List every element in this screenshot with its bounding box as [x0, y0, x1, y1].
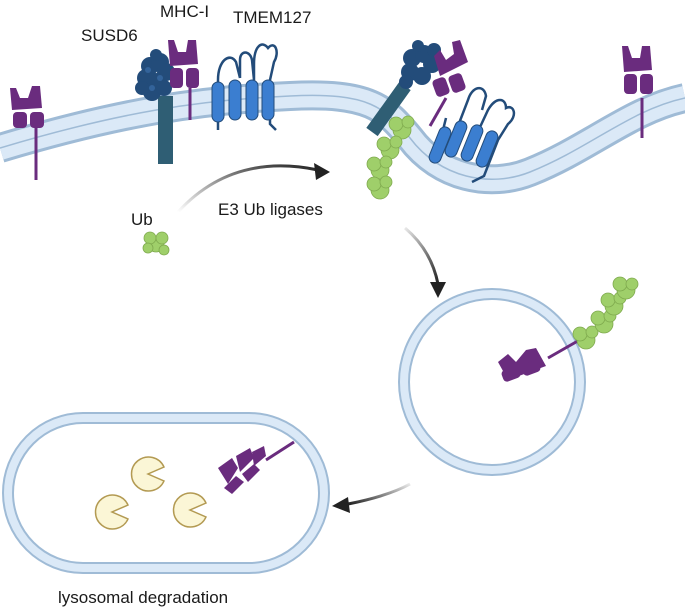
label-tmem127: TMEM127	[233, 8, 312, 27]
plasma-membrane	[0, 80, 685, 195]
label-mhc-i: MHC-I	[160, 2, 210, 21]
susd6-protein	[135, 49, 175, 164]
ubiquitin-chain-membrane	[366, 115, 415, 200]
tmem127-protein	[211, 43, 278, 131]
susd6-protein-complex	[366, 40, 441, 137]
mhc-i-protein-left	[10, 86, 44, 180]
tmem127-protein-complex	[428, 87, 516, 184]
arrow-ub-to-membrane	[176, 163, 330, 214]
label-susd6: SUSD6	[81, 26, 138, 45]
label-ub: Ub	[131, 210, 153, 229]
endocytic-vesicle	[398, 288, 586, 476]
arrow-vesicle-to-lysosome	[332, 482, 411, 513]
ubiquitin-molecule	[142, 231, 170, 256]
arrow-membrane-to-vesicle	[404, 226, 446, 298]
mhc-i-protein-complex	[428, 40, 468, 127]
label-lysosomal-degradation: lysosomal degradation	[58, 588, 229, 607]
mhc-i-protein-right	[622, 46, 653, 138]
label-e3-ligases: E3 Ub ligases	[218, 200, 323, 219]
degrading-mhc-i-fragments	[218, 440, 295, 494]
lysosomal-enzyme-icon	[94, 456, 207, 530]
mhc-i-protein-center	[168, 40, 199, 120]
lysosome	[2, 412, 330, 574]
ubiquitin-chain-vesicle	[572, 276, 639, 350]
